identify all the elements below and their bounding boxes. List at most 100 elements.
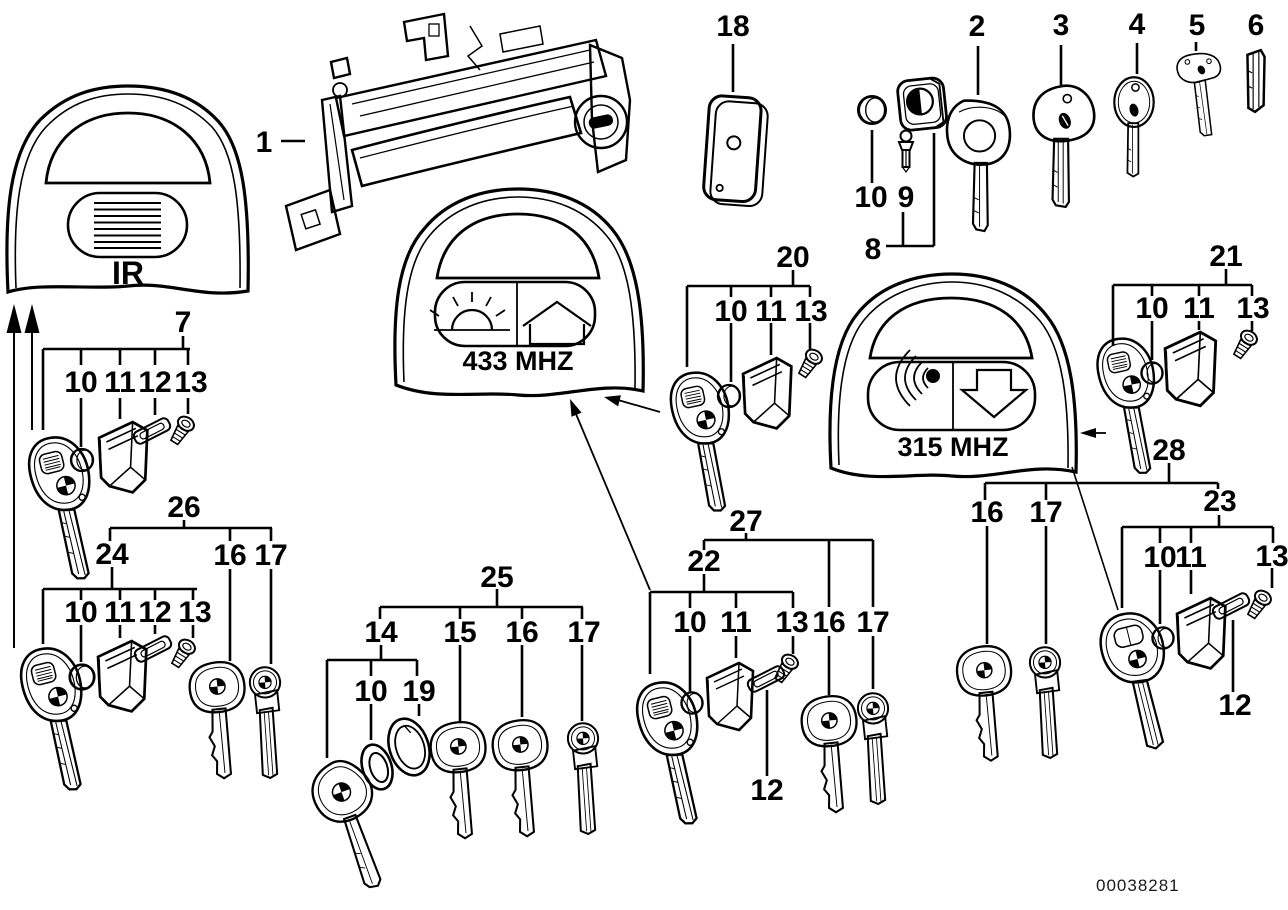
part-16-key-g25 [489, 716, 559, 841]
arrow-icon [570, 399, 582, 417]
callout-5[interactable]: 5 [1189, 9, 1206, 42]
callout-24[interactable]: 24 [95, 538, 129, 571]
callout-23[interactable]: 23 [1203, 485, 1236, 518]
callout-12-g22[interactable]: 12 [750, 774, 783, 807]
part-11-cover-g20 [741, 356, 793, 430]
part-12-plate-g23 [1210, 590, 1252, 622]
callout-26[interactable]: 26 [167, 491, 200, 524]
callout-11-g7[interactable]: 11 [104, 366, 136, 399]
part-16-key-g27 [798, 692, 868, 817]
callout-28[interactable]: 28 [1152, 434, 1185, 467]
callout-10-g22[interactable]: 10 [673, 606, 706, 639]
callout-16-g27[interactable]: 16 [812, 606, 845, 639]
part-17-key-g28 [1027, 645, 1068, 760]
callout-12-g7[interactable]: 12 [138, 366, 171, 399]
label-315mhz: 315 MHZ [897, 432, 1008, 462]
callout-10-g23[interactable]: 10 [1143, 541, 1176, 574]
part-13-screw-g21 [1229, 326, 1261, 362]
callout-brackets [41, 42, 1275, 776]
callout-14[interactable]: 14 [364, 616, 398, 649]
part-11-cover-g7 [97, 420, 149, 494]
callout-13-g7[interactable]: 13 [174, 366, 207, 399]
part-3-key [1032, 84, 1096, 209]
part-2-key [945, 99, 1012, 233]
part-16-key-g28 [953, 642, 1022, 765]
callout-10-g20[interactable]: 10 [714, 295, 747, 328]
callout-8[interactable]: 8 [865, 233, 882, 266]
callout-12-g24[interactable]: 12 [138, 596, 171, 629]
up-arrow-icon [6, 304, 22, 333]
part-18-fob-shell [701, 93, 771, 209]
part-11-cover-g24 [96, 639, 148, 713]
part-11-cover-g23 [1175, 596, 1227, 670]
callout-18[interactable]: 18 [716, 10, 749, 43]
part-8-lock-cylinder [895, 75, 949, 133]
receiver-dome-433mhz: 433 MHZ [393, 187, 645, 398]
house-icon [522, 300, 592, 346]
callout-11-g22[interactable]: 11 [720, 606, 752, 639]
part-6-key-blank [1246, 48, 1266, 114]
callout-12-g23[interactable]: 12 [1218, 689, 1251, 722]
callout-3[interactable]: 3 [1053, 9, 1070, 42]
callout-4[interactable]: 4 [1129, 8, 1146, 41]
callout-13-g21[interactable]: 13 [1236, 292, 1269, 325]
callout-6[interactable]: 6 [1248, 9, 1265, 42]
callout-17-g28[interactable]: 17 [1029, 496, 1062, 529]
callout-21[interactable]: 21 [1209, 240, 1242, 273]
callout-13-g20[interactable]: 13 [794, 295, 827, 328]
callout-1[interactable]: 1 [256, 126, 273, 159]
callout-2[interactable]: 2 [969, 10, 986, 43]
part-9-pin [898, 129, 914, 173]
callout-22[interactable]: 22 [687, 545, 720, 578]
sun-icon [429, 292, 510, 331]
left-arrow-icon [1080, 428, 1096, 438]
callout-11-g20[interactable]: 11 [755, 295, 787, 328]
up-arrow-icon [24, 304, 40, 333]
part-19-ring [380, 712, 438, 782]
callout-10-g21[interactable]: 10 [1135, 292, 1168, 325]
part-13-screw-g7 [166, 412, 198, 448]
part-17-key-g26 [247, 665, 288, 780]
callout-16-g26[interactable]: 16 [213, 539, 246, 572]
callout-19[interactable]: 19 [402, 675, 435, 708]
callout-13-g24[interactable]: 13 [178, 596, 211, 629]
part-12-plate-g7 [131, 415, 173, 447]
drawing-number: 00038281 [1096, 876, 1180, 895]
callout-17-g25[interactable]: 17 [567, 616, 600, 649]
callout-11-g23[interactable]: 11 [1175, 541, 1207, 574]
callout-10-g14[interactable]: 10 [354, 675, 387, 708]
callout-25[interactable]: 25 [480, 561, 513, 594]
callout-15[interactable]: 15 [443, 616, 476, 649]
part-24-remote-key [13, 640, 107, 798]
callout-10-g24[interactable]: 10 [64, 596, 97, 629]
callout-10-top[interactable]: 10 [854, 181, 887, 214]
part-12-plate-g24 [132, 633, 174, 665]
part-16-key-g26 [186, 658, 256, 783]
callout-11-g21[interactable]: 11 [1183, 292, 1215, 325]
part-15-key [427, 718, 497, 843]
callout-17-g26[interactable]: 17 [254, 539, 287, 572]
radio-waves-icon [895, 349, 940, 407]
callout-20[interactable]: 20 [776, 241, 809, 274]
part-11-cover-g21 [1163, 330, 1218, 408]
part-13-screw-g20 [794, 345, 826, 381]
callout-13-g23[interactable]: 13 [1255, 540, 1288, 573]
callout-11-g24[interactable]: 11 [104, 596, 136, 629]
part-11-cover-g22 [705, 661, 755, 732]
part-4-key [1113, 76, 1155, 178]
callout-16-g25[interactable]: 16 [505, 616, 538, 649]
callout-7[interactable]: 7 [175, 306, 192, 339]
callout-17-g27[interactable]: 17 [856, 606, 889, 639]
part-10-ring [354, 739, 400, 795]
part-13-screw-g22 [770, 650, 802, 686]
callout-9[interactable]: 9 [898, 181, 915, 214]
callout-16-g28[interactable]: 16 [970, 496, 1003, 529]
part-10-cap-top [856, 94, 888, 126]
callout-labels: 1 18 2 3 4 5 6 10 9 8 7 10 11 12 13 20 1… [64, 8, 1288, 807]
callout-13-g22[interactable]: 13 [775, 606, 808, 639]
callout-10-g7[interactable]: 10 [64, 366, 97, 399]
callout-27[interactable]: 27 [729, 505, 762, 538]
door-handle-assembly-drawing [284, 12, 632, 252]
